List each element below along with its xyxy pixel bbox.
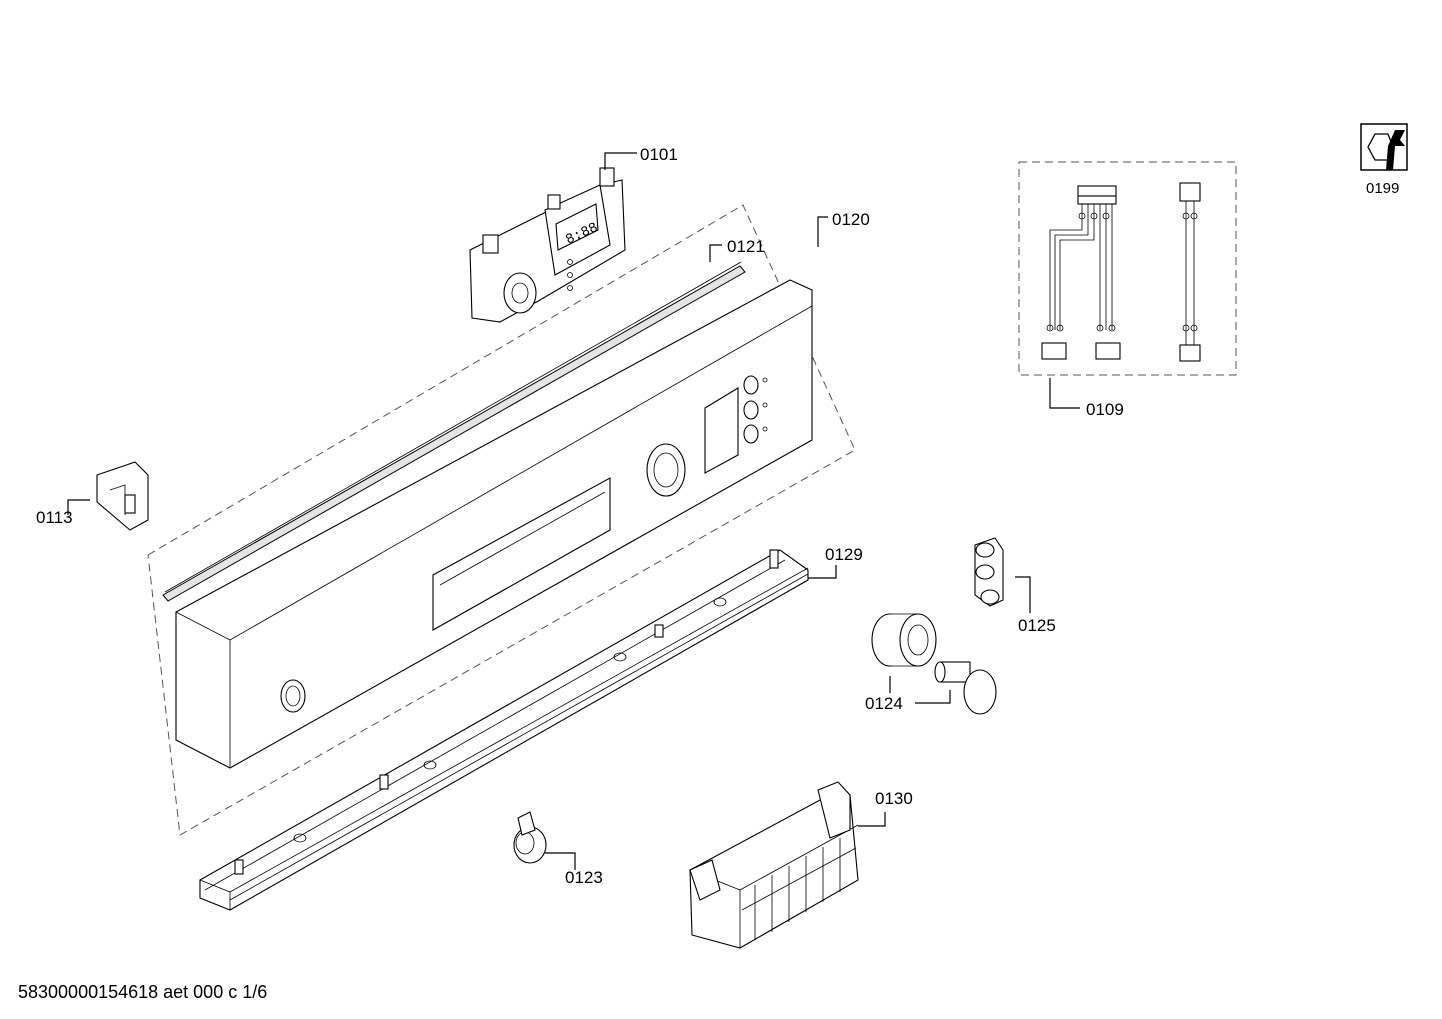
bracket-0113 [96, 461, 149, 531]
callout-0130: 0130 [875, 789, 913, 808]
group-box-0109 [1018, 161, 1237, 376]
callout-0109: 0109 [1086, 400, 1124, 419]
carrier-0130 [689, 781, 859, 949]
callout-0121: 0121 [727, 237, 765, 256]
callout-0125: 0125 [1018, 616, 1056, 635]
tool-label: 0199 [1366, 180, 1399, 197]
callout-0129: 0129 [825, 545, 863, 564]
callout-0124: 0124 [865, 694, 903, 713]
drawing-number: 58300000154618 aet 000 c 1/6 [18, 982, 267, 1002]
control-panel-facia [175, 279, 813, 769]
light-guide [974, 537, 1004, 607]
seal-strip [162, 261, 746, 602]
callout-0101: 0101 [640, 145, 678, 164]
callout-0113: 0113 [36, 508, 73, 527]
leader-lines [67, 152, 1080, 870]
group-box-0120 [147, 204, 856, 836]
callout-0123: 0123 [565, 868, 603, 887]
knob-pin [513, 811, 547, 864]
wiring-harness [1041, 182, 1201, 362]
knob-body [871, 613, 937, 667]
trim-strip [199, 549, 809, 911]
electronic-module: 8:88 [469, 167, 626, 323]
knob-cap [934, 661, 997, 715]
wrench-icon [1360, 123, 1408, 171]
callout-0120: 0120 [832, 210, 870, 229]
